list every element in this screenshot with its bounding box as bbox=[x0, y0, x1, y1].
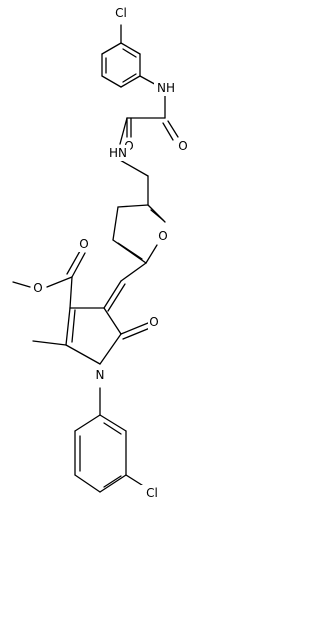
atom-label: N bbox=[96, 368, 105, 382]
bond bbox=[71, 309, 76, 343]
atom-label-layer: Cl NH O O HN O O O bbox=[32, 5, 189, 501]
bond bbox=[46, 276, 73, 288]
label-background bbox=[154, 80, 178, 96]
ester-ether-oxygen: O bbox=[32, 280, 44, 296]
lactam-oxygen: O bbox=[148, 314, 160, 330]
label-background bbox=[141, 485, 163, 501]
atom-label: NH bbox=[157, 81, 175, 95]
label-background bbox=[78, 236, 90, 252]
label-background bbox=[32, 280, 44, 296]
bond-layer bbox=[12, 24, 179, 493]
label-background bbox=[177, 138, 189, 154]
bond bbox=[32, 340, 67, 346]
bond bbox=[112, 206, 119, 241]
label-background bbox=[106, 145, 130, 161]
label-background bbox=[157, 228, 169, 244]
bond bbox=[120, 42, 141, 55]
label-background bbox=[110, 5, 132, 21]
bond bbox=[101, 42, 122, 55]
chlorine-atom-top: Cl bbox=[110, 5, 132, 21]
atom-label: O bbox=[79, 237, 88, 251]
bond bbox=[162, 122, 174, 141]
amide-hn: HN bbox=[106, 145, 130, 161]
bond bbox=[99, 414, 127, 432]
bond bbox=[103, 280, 122, 309]
bond bbox=[103, 475, 122, 488]
bond bbox=[150, 209, 164, 221]
bond bbox=[145, 244, 158, 264]
bond bbox=[65, 307, 71, 346]
atom-label: O bbox=[178, 139, 187, 153]
bond bbox=[66, 250, 81, 275]
molecule-structure: Cl NH O O HN O O O bbox=[12, 5, 189, 501]
label-background bbox=[93, 367, 107, 383]
bond bbox=[103, 307, 122, 335]
bond bbox=[107, 283, 126, 312]
atom-label: O bbox=[149, 315, 158, 329]
ring-nitrogen: N bbox=[93, 367, 107, 383]
bond bbox=[103, 422, 122, 435]
atom-label: Cl bbox=[115, 6, 127, 20]
bond bbox=[120, 322, 149, 335]
furan-oxygen: O bbox=[157, 228, 169, 244]
bond bbox=[167, 120, 179, 138]
bond bbox=[74, 414, 101, 432]
atom-label: O bbox=[33, 281, 42, 295]
bond bbox=[65, 344, 101, 365]
amide-nh-top: NH bbox=[154, 80, 178, 96]
atom-label: O bbox=[158, 229, 167, 243]
oxalyl-oxygen-right: O bbox=[177, 138, 189, 154]
bond bbox=[71, 252, 86, 278]
bond bbox=[117, 242, 143, 260]
bond bbox=[12, 281, 31, 288]
ester-carbonyl-oxygen: O bbox=[78, 236, 90, 252]
bond bbox=[122, 48, 137, 58]
bond bbox=[119, 117, 128, 145]
bond bbox=[99, 333, 122, 365]
bond bbox=[101, 75, 122, 88]
bond bbox=[120, 75, 141, 88]
bond bbox=[99, 474, 127, 493]
atom-label: HN bbox=[109, 146, 127, 160]
bond bbox=[74, 474, 101, 493]
bond bbox=[120, 262, 147, 282]
chlorine-atom-bottom: Cl bbox=[141, 485, 163, 501]
bond bbox=[122, 73, 137, 83]
atom-label: Cl bbox=[146, 486, 158, 500]
bond bbox=[122, 327, 151, 340]
label-background bbox=[148, 314, 160, 330]
bond bbox=[117, 204, 149, 208]
bond bbox=[119, 159, 149, 177]
bond bbox=[69, 276, 73, 309]
